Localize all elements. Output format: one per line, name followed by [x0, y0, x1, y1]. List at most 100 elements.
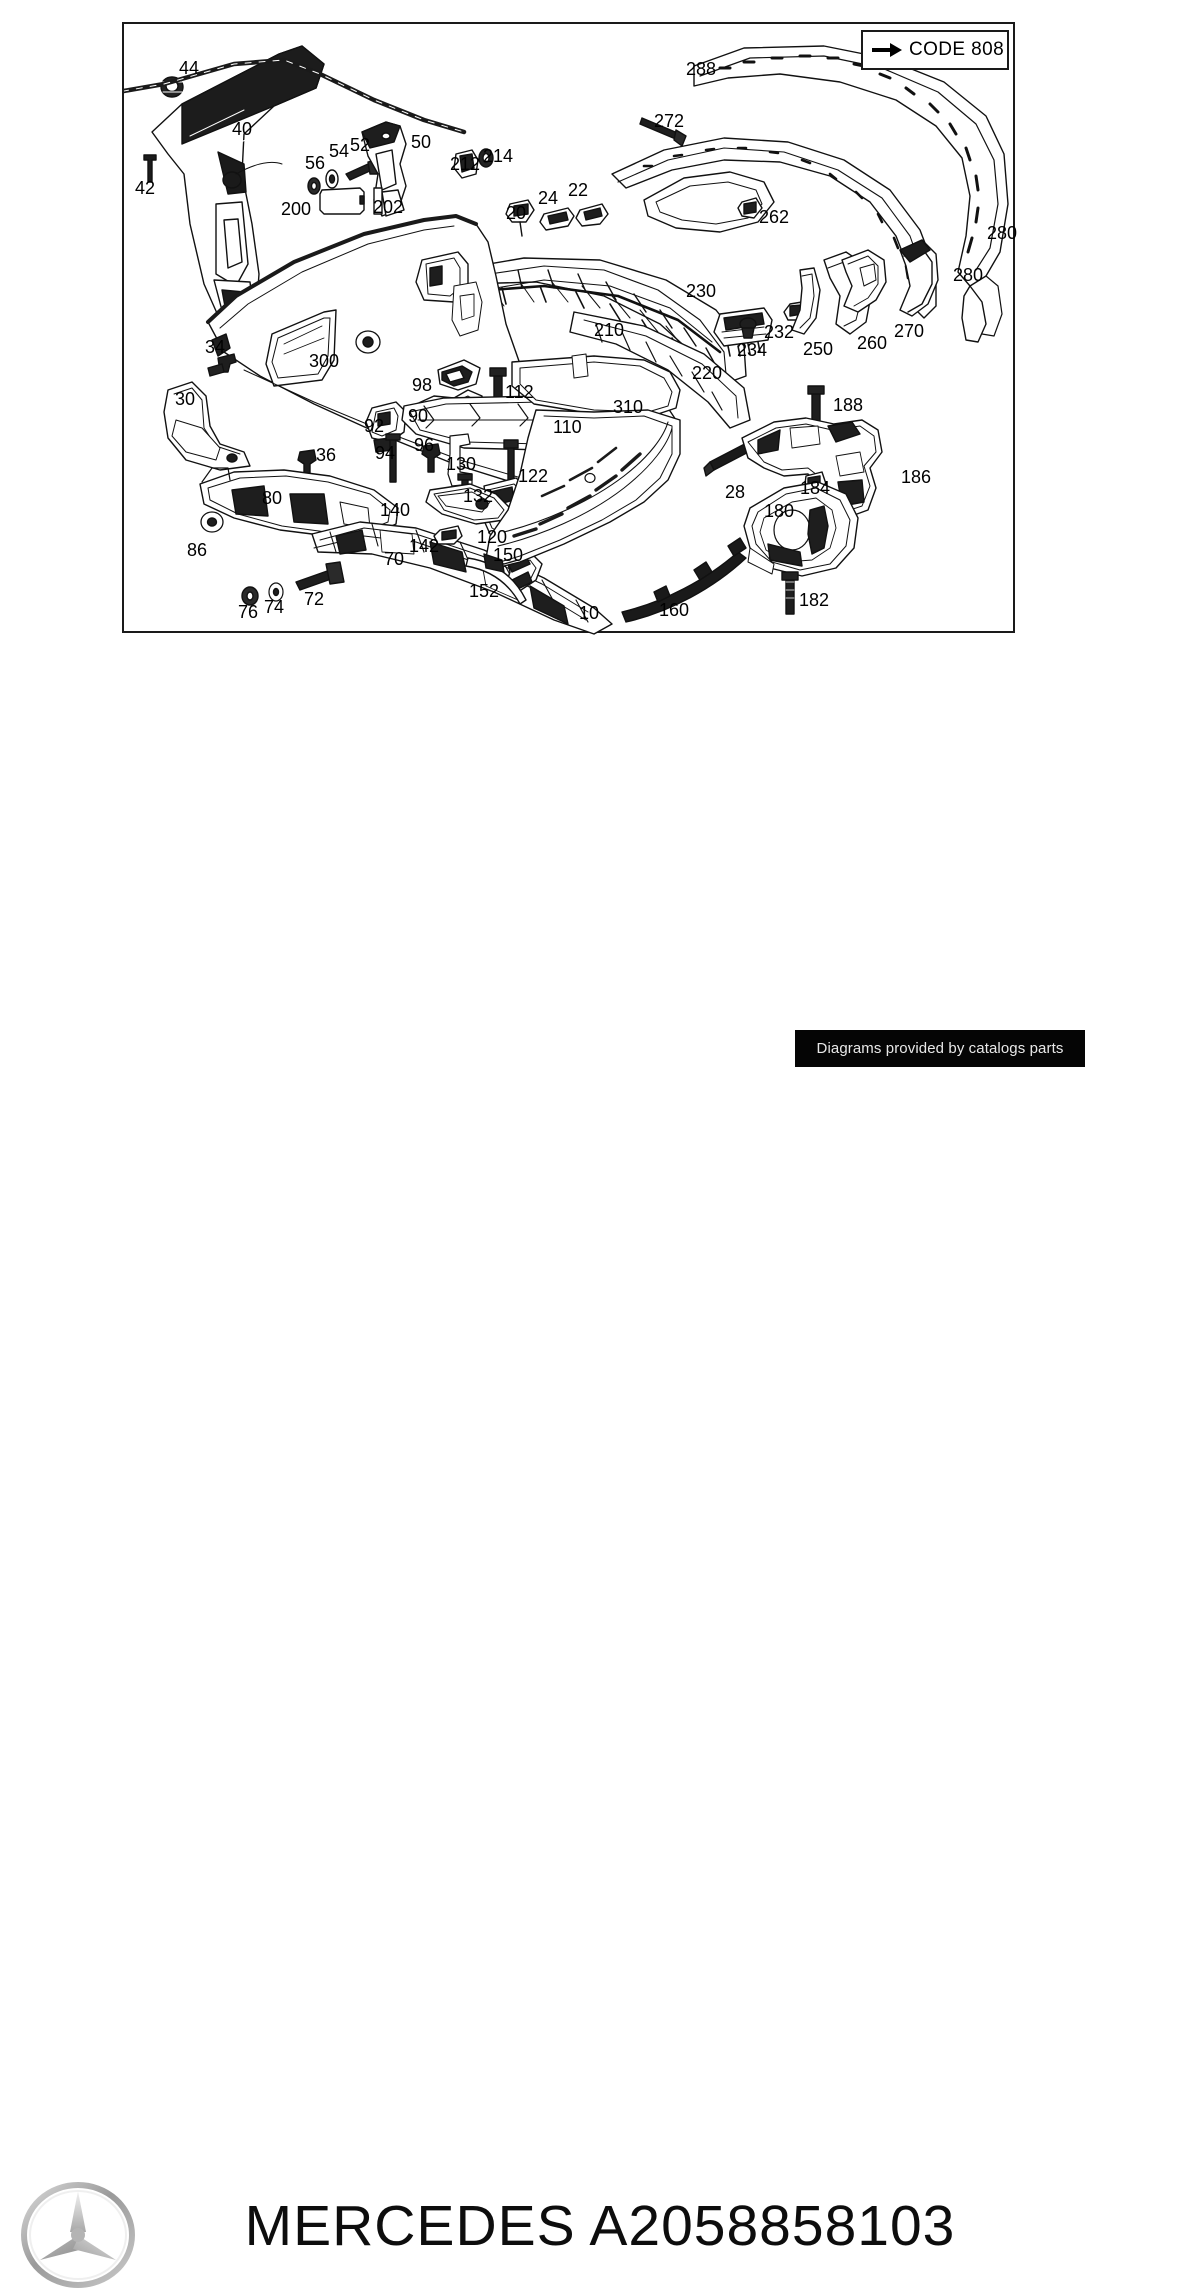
callout-label-234: 234 [737, 340, 768, 360]
callout-label-300: 300 [309, 351, 340, 371]
callout-label-270: 270 [894, 321, 925, 341]
part-94-pin [385, 433, 401, 483]
callout-label-94: 94 [375, 443, 396, 463]
callout-label-280: 280 [987, 223, 1018, 243]
part-74-washer [268, 582, 284, 602]
callout-label-24: 24 [538, 188, 559, 208]
callout-label-34: 34 [205, 337, 226, 357]
callout-label-288: 288 [686, 59, 717, 79]
part-140-bracket-arm [425, 483, 511, 525]
callout-label-50: 50 [411, 132, 432, 152]
part-262-lower-trim [611, 137, 937, 335]
part-96-clip [421, 443, 441, 473]
footer-bar: MERCEDES A2058858103 [0, 1090, 1200, 2288]
callout-label-110: 110 [553, 417, 582, 437]
callout-label-232: 232 [764, 322, 795, 342]
part-72-bolt [295, 561, 345, 591]
callout-label-250: 250 [803, 339, 834, 359]
part-42-screw [143, 154, 157, 183]
part-40-quarter-bracket [151, 45, 325, 325]
part-92-bracket-block [365, 401, 407, 453]
callout-label-188: 188 [833, 395, 864, 415]
part-212-parking-sensor [453, 149, 479, 179]
callout-label-30: 30 [175, 389, 196, 409]
parts-diagram-artwork [124, 45, 1009, 635]
callout-label-86: 86 [187, 540, 208, 560]
part-270-side-bracket [899, 239, 939, 317]
callout-label-230: 230 [686, 281, 717, 301]
part-22-clip [575, 203, 609, 227]
part-310-closing-panel [511, 353, 681, 417]
callout-label-152: 152 [469, 581, 500, 601]
watermark-badge: Diagrams provided by catalogs parts [795, 1030, 1085, 1067]
part-160-trim-strip [621, 537, 747, 623]
part-214-sensor-ring [478, 148, 494, 168]
callout-label-260: 260 [857, 333, 888, 353]
part-280-bumper-carrier-upper [693, 45, 1009, 343]
part-186-bracket [741, 417, 883, 519]
callout-label-184: 184 [800, 478, 831, 498]
callout-label-20: 20 [506, 203, 527, 223]
callout-label-140: 140 [380, 500, 411, 520]
callout-label-10: 10 [579, 603, 600, 623]
code-callout-box: CODE 808 [861, 30, 1009, 70]
callout-label-132: 132 [463, 486, 494, 506]
part-50-side-bracket [361, 121, 407, 217]
callout-label-280: 280 [953, 265, 984, 285]
part-76-washer [241, 586, 259, 606]
callout-label-112: 112 [505, 382, 534, 402]
callout-label-120: 120 [477, 527, 508, 547]
callout-label-70: 70 [384, 549, 405, 569]
callout-label-150: 150 [493, 545, 524, 565]
callout-label-122: 122 [518, 466, 549, 486]
part-54-washer [325, 169, 339, 189]
callout-label-72: 72 [304, 589, 325, 609]
callout-label-96: 96 [414, 435, 435, 455]
callout-label-160: 160 [659, 600, 690, 620]
callout-label-142: 142 [409, 536, 440, 556]
callout-label-56: 56 [305, 153, 326, 173]
callout-label-90: 90 [408, 406, 429, 426]
part-200-tow-hook-cover [319, 187, 365, 215]
callout-label-28: 28 [725, 482, 746, 502]
part-142-clip [433, 525, 463, 545]
part-234-grommet [739, 317, 757, 339]
page-title: MERCEDES A2058858103 [244, 2194, 956, 2258]
callout-label-130: 130 [446, 454, 477, 474]
callout-label-92: 92 [364, 416, 385, 436]
callout-label-212: 212 [450, 154, 481, 174]
part-98-bracket [437, 359, 481, 391]
part-56-washer [307, 177, 321, 195]
callout-label-200: 200 [281, 199, 312, 219]
callout-label-180: 180 [764, 501, 795, 521]
part-70-lower-beam [311, 521, 613, 635]
callout-label-44: 44 [179, 58, 200, 78]
part-202-clip-strip [373, 187, 383, 215]
callout-label-22: 22 [568, 180, 589, 200]
callout-label-210: 210 [594, 320, 625, 340]
callout-label-98: 98 [412, 375, 433, 395]
part-30-side-bracket [163, 381, 251, 471]
part-24-clip [539, 207, 575, 231]
callout-label-182: 182 [799, 590, 830, 610]
callout-label-36: 36 [316, 445, 337, 465]
callout-label-186: 186 [901, 467, 932, 487]
part-122-pin [503, 439, 519, 485]
part-288-trim-strip [124, 57, 467, 135]
callout-label-310: 310 [613, 397, 644, 417]
callout-label-272: 272 [654, 111, 685, 131]
callout-label-76: 76 [238, 602, 259, 622]
callout-label-202: 202 [373, 197, 404, 217]
part-182-screw [781, 571, 799, 615]
part-250-bracket-arm [791, 267, 821, 335]
callout-label-74: 74 [264, 597, 285, 617]
callout-label-54: 54 [329, 141, 350, 161]
callout-label-42: 42 [135, 178, 156, 198]
part-220-lower-grille [569, 311, 751, 429]
callout-label-52: 52 [350, 135, 371, 155]
right-arrow-icon [872, 43, 902, 57]
part-80-energy-absorber [199, 467, 399, 537]
part-20-clip [505, 199, 535, 237]
part-180-tow-socket [743, 481, 859, 577]
